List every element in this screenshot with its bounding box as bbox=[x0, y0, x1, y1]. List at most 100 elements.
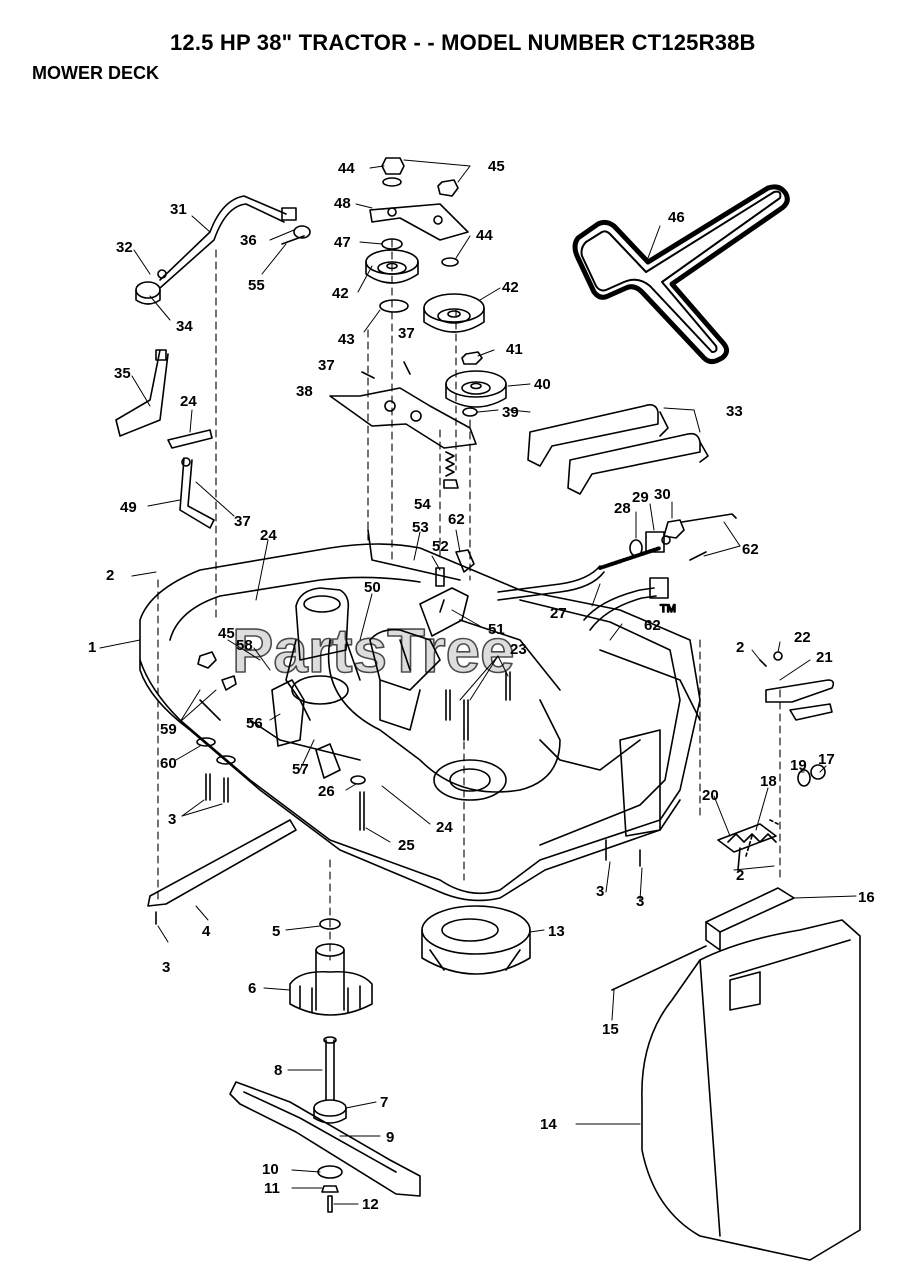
spring-pin[interactable] bbox=[281, 225, 311, 245]
nut[interactable] bbox=[221, 675, 237, 691]
callout-32: 32 bbox=[116, 239, 133, 256]
bolts[interactable] bbox=[155, 773, 641, 925]
callout-33: 33 bbox=[726, 403, 743, 420]
callout-17: 17 bbox=[818, 751, 835, 768]
blade-bolt[interactable] bbox=[327, 1195, 333, 1213]
nut[interactable] bbox=[663, 519, 685, 539]
washer[interactable] bbox=[317, 1165, 343, 1179]
callout-5: 5 bbox=[272, 923, 280, 940]
idler-bracket[interactable] bbox=[369, 203, 469, 241]
blade-pulley[interactable] bbox=[445, 370, 507, 408]
washer[interactable] bbox=[196, 737, 216, 747]
callout-49: 49 bbox=[120, 499, 137, 516]
callout-35: 35 bbox=[114, 365, 131, 382]
callout-42: 42 bbox=[332, 285, 349, 302]
stabilizer-brackets[interactable] bbox=[527, 404, 709, 495]
callout-40: 40 bbox=[534, 376, 551, 393]
idler-spring[interactable] bbox=[445, 451, 455, 477]
callout-55: 55 bbox=[248, 277, 265, 294]
bolt[interactable] bbox=[435, 567, 445, 587]
bolt[interactable] bbox=[359, 791, 365, 831]
washer[interactable] bbox=[629, 539, 643, 557]
mower-deck-housing[interactable] bbox=[139, 543, 701, 902]
spacer[interactable] bbox=[379, 299, 409, 313]
belt-guard[interactable] bbox=[285, 587, 361, 721]
watermark-tm: TM bbox=[660, 603, 676, 615]
baffle[interactable] bbox=[147, 819, 297, 907]
callout-4: 4 bbox=[202, 923, 211, 940]
callout-45: 45 bbox=[218, 625, 235, 642]
washer[interactable] bbox=[797, 769, 811, 787]
callout-53: 53 bbox=[412, 519, 429, 536]
drive-belt[interactable] bbox=[572, 184, 790, 365]
callout-39: 39 bbox=[502, 404, 519, 421]
trunnion[interactable] bbox=[135, 269, 167, 305]
spindle-shaft[interactable] bbox=[323, 1036, 337, 1101]
mower-blade[interactable] bbox=[229, 1081, 421, 1197]
callout-18: 18 bbox=[760, 773, 777, 790]
callout-41: 41 bbox=[506, 341, 523, 358]
callout-19: 19 bbox=[790, 757, 807, 774]
washer[interactable] bbox=[350, 775, 366, 785]
idler-pulley[interactable] bbox=[423, 293, 485, 333]
washer[interactable] bbox=[319, 918, 341, 930]
callout-20: 20 bbox=[702, 787, 719, 804]
callout-28: 28 bbox=[614, 500, 631, 517]
bracket[interactable] bbox=[455, 549, 475, 573]
extension-spring[interactable] bbox=[727, 833, 777, 843]
idler-bracket-plate[interactable] bbox=[419, 587, 469, 637]
callout-11: 11 bbox=[264, 1180, 280, 1197]
callout-44: 44 bbox=[338, 160, 355, 177]
deck-bracket[interactable] bbox=[765, 679, 835, 721]
deck-bracket[interactable] bbox=[271, 679, 341, 779]
nut[interactable] bbox=[810, 764, 826, 780]
callout-62: 62 bbox=[448, 511, 465, 528]
callout-3: 3 bbox=[162, 959, 170, 976]
front-hanger[interactable] bbox=[115, 349, 169, 437]
callout-24: 24 bbox=[260, 527, 277, 544]
idler-rod[interactable] bbox=[367, 529, 461, 581]
nut[interactable] bbox=[197, 651, 217, 669]
idler-arm[interactable] bbox=[329, 361, 477, 449]
callout-38: 38 bbox=[296, 383, 313, 400]
idler-pulley[interactable] bbox=[365, 249, 419, 284]
callout-29: 29 bbox=[632, 489, 649, 506]
spring-bracket[interactable] bbox=[717, 819, 779, 871]
nut[interactable] bbox=[461, 351, 483, 365]
callout-2: 2 bbox=[736, 867, 744, 884]
callout-26: 26 bbox=[318, 783, 335, 800]
hair-pin[interactable] bbox=[681, 513, 737, 523]
callout-52: 52 bbox=[432, 538, 449, 555]
washer[interactable] bbox=[462, 407, 478, 417]
callout-42: 42 bbox=[502, 279, 519, 296]
callout-56: 56 bbox=[246, 715, 263, 732]
washer[interactable] bbox=[216, 755, 236, 765]
bolt[interactable] bbox=[759, 659, 767, 667]
callout-25: 25 bbox=[398, 837, 415, 854]
callout-2: 2 bbox=[736, 639, 744, 656]
rear-plate[interactable] bbox=[619, 729, 661, 837]
washer[interactable] bbox=[382, 177, 402, 187]
callout-9: 9 bbox=[386, 1129, 394, 1146]
bolts[interactable] bbox=[445, 671, 511, 741]
callout-46: 46 bbox=[668, 209, 685, 226]
callout-50: 50 bbox=[364, 579, 381, 596]
callout-6: 6 bbox=[248, 980, 256, 997]
rear-hanger[interactable] bbox=[167, 429, 215, 529]
rod[interactable] bbox=[611, 945, 707, 991]
callout-22: 22 bbox=[794, 629, 811, 646]
callout-34: 34 bbox=[176, 318, 193, 335]
discharge-chute[interactable] bbox=[641, 919, 861, 1261]
lock-washer[interactable] bbox=[321, 1185, 339, 1193]
callout-37: 37 bbox=[398, 325, 415, 342]
spindle-housing[interactable] bbox=[289, 943, 373, 1016]
nut[interactable] bbox=[773, 651, 783, 661]
nut[interactable] bbox=[443, 479, 459, 489]
callout-43: 43 bbox=[338, 331, 355, 348]
spindle-shield[interactable] bbox=[421, 905, 531, 975]
cotter-pin[interactable] bbox=[689, 551, 707, 561]
deck-link-rod[interactable] bbox=[497, 546, 669, 631]
washer[interactable] bbox=[441, 257, 459, 267]
callout-8: 8 bbox=[274, 1062, 282, 1079]
spindle-bracket[interactable] bbox=[369, 628, 441, 731]
